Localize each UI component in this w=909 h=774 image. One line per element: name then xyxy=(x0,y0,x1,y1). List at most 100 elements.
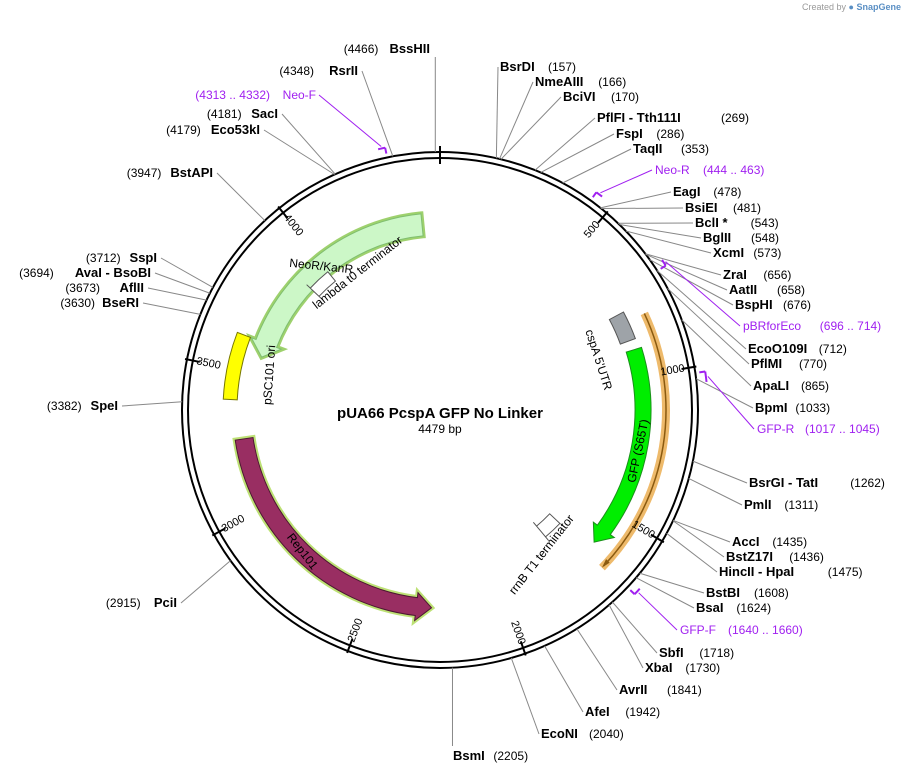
taqii-position: (353) xyxy=(681,142,709,156)
pflfi-name: PflFI - Tth111I xyxy=(597,110,681,125)
avai-leader xyxy=(154,272,211,294)
site-bstbi: BstBI(1608) xyxy=(706,585,789,600)
fspi-name: FspI xyxy=(616,126,643,141)
bsrgi-name: BsrGI - TatI xyxy=(749,475,818,490)
apali-name: ApaLI xyxy=(753,378,789,393)
bstz17i-leader xyxy=(672,520,725,558)
gfp-r-leader xyxy=(707,376,755,430)
zrai-leader xyxy=(645,253,722,276)
sspi-leader xyxy=(160,257,214,288)
site-bsiei: BsiEI (481) xyxy=(685,200,761,215)
bsshii-name: BssHII xyxy=(390,41,430,56)
site-bstapi: BstAPI (3947) xyxy=(127,165,213,180)
neokanr-feature xyxy=(250,213,424,358)
bsrdi-name: BsrDI xyxy=(500,59,535,74)
bstz17i-position: (1436) xyxy=(789,550,824,564)
bsphi-position: (676) xyxy=(783,298,811,312)
leader-lines xyxy=(121,57,754,746)
taqii-leader xyxy=(562,148,632,184)
neokanr-label: NeoR/KanR xyxy=(289,256,354,277)
primer-gfp-f: GFP-F(1640 .. 1660) xyxy=(680,623,803,637)
site-econi: EcoNI(2040) xyxy=(541,726,624,741)
eco53ki-position: (4179) xyxy=(166,123,201,137)
plasmid-length: 4479 bp xyxy=(418,422,462,436)
site-taqii: TaqII(353) xyxy=(633,141,709,156)
rsrii-name: RsrII xyxy=(329,63,358,78)
apali-position: (865) xyxy=(801,379,829,393)
bseri-position: (3630) xyxy=(60,296,95,310)
neo-r-leader xyxy=(600,169,653,194)
afei-position: (1942) xyxy=(625,705,660,719)
site-spei: SpeI(3382) xyxy=(47,398,118,413)
site-avai: AvaI - BsoBI(3694) xyxy=(19,265,151,280)
bsiei-name: BsiEI xyxy=(685,200,718,215)
aflii-position: (3673) xyxy=(65,281,100,295)
spei-position: (3382) xyxy=(47,399,82,413)
pmli-leader xyxy=(688,477,743,506)
zrai-position: (656) xyxy=(763,268,791,282)
bsrgi-leader xyxy=(692,460,748,484)
eco53ki-leader xyxy=(263,129,335,175)
bsmi-position: (2205) xyxy=(493,749,528,763)
site-eco0109i: EcoO109I (712) xyxy=(748,341,847,356)
aflii-leader xyxy=(147,287,207,301)
site-afei: AfeI(1942) xyxy=(585,704,660,719)
tick-mark xyxy=(346,638,354,654)
bcli-position: (543) xyxy=(751,216,779,230)
site-bseri: BseRI(3630) xyxy=(60,295,139,310)
tick-label: 2500 xyxy=(346,617,366,644)
site-bsshii: BssHII(4466) xyxy=(344,41,430,56)
psc101-label: pSC101 ori xyxy=(260,345,278,406)
zrai-name: ZraI xyxy=(723,267,747,282)
labels-layer: BssHII(4466)RsrII(4348)SacI(4181)Eco53kI… xyxy=(19,41,885,763)
site-bsrgi: BsrGI - TatI(1262) xyxy=(749,475,885,490)
bpmi-name: BpmI xyxy=(755,400,788,415)
econi-leader xyxy=(510,657,540,735)
primers-layer xyxy=(318,94,755,631)
rsrii-leader xyxy=(361,70,394,157)
saci-leader xyxy=(281,113,336,175)
site-nmeaiii: NmeAIII(166) xyxy=(535,74,626,89)
gfp-highlight-line xyxy=(603,313,667,567)
eagi-position: (478) xyxy=(713,185,741,199)
pflfi-leader xyxy=(534,117,596,171)
bsai-name: BsaI xyxy=(696,600,723,615)
avrii-position: (1841) xyxy=(667,683,702,697)
site-sspi: SspI(3712) xyxy=(86,250,157,265)
gfp-f-name: GFP-F xyxy=(680,623,716,637)
site-bglii: BglII(548) xyxy=(703,230,779,245)
afei-leader xyxy=(544,645,584,713)
snapgene-logo-icon: ● xyxy=(848,2,854,12)
site-bsai: BsaI(1624) xyxy=(696,600,771,615)
bpmi-leader xyxy=(695,378,754,409)
bcivi-position: (170) xyxy=(611,90,639,104)
tick-label: 3500 xyxy=(195,355,221,372)
eco0109i-name: EcoO109I xyxy=(748,341,807,356)
tick-mark xyxy=(650,533,665,544)
bcli-name: BclI * xyxy=(695,215,728,230)
site-bsmi: BsmI (2205) xyxy=(453,748,528,763)
site-bstz17i: BstZ17I(1436) xyxy=(726,549,824,564)
econi-name: EcoNI xyxy=(541,726,578,741)
saci-position: (4181) xyxy=(207,107,242,121)
bsmi-name: BsmI xyxy=(453,748,485,763)
gfp-r-range: (1017 .. 1045) xyxy=(805,422,880,436)
tick-mark xyxy=(277,205,289,219)
neo-f-primer-arc xyxy=(377,146,386,151)
bseri-leader xyxy=(142,302,201,315)
sspi-position: (3712) xyxy=(86,251,121,265)
gfp-f-leader xyxy=(638,592,678,631)
avrii-name: AvrII xyxy=(619,682,647,697)
bstapi-position: (3947) xyxy=(127,166,162,180)
bsiei-position: (481) xyxy=(733,201,761,215)
pflfi-position: (269) xyxy=(721,111,749,125)
bpmi-position: (1033) xyxy=(795,401,830,415)
neo-f-range: (4313 .. 4332) xyxy=(195,88,270,102)
site-zrai: ZraI (656) xyxy=(723,267,791,282)
eco0109i-position: (712) xyxy=(819,342,847,356)
bstapi-leader xyxy=(216,172,266,221)
bstapi-name: BstAPI xyxy=(170,165,213,180)
tick-label: 2000 xyxy=(508,619,527,646)
rep101-feature xyxy=(234,436,433,622)
acci-position: (1435) xyxy=(772,535,807,549)
